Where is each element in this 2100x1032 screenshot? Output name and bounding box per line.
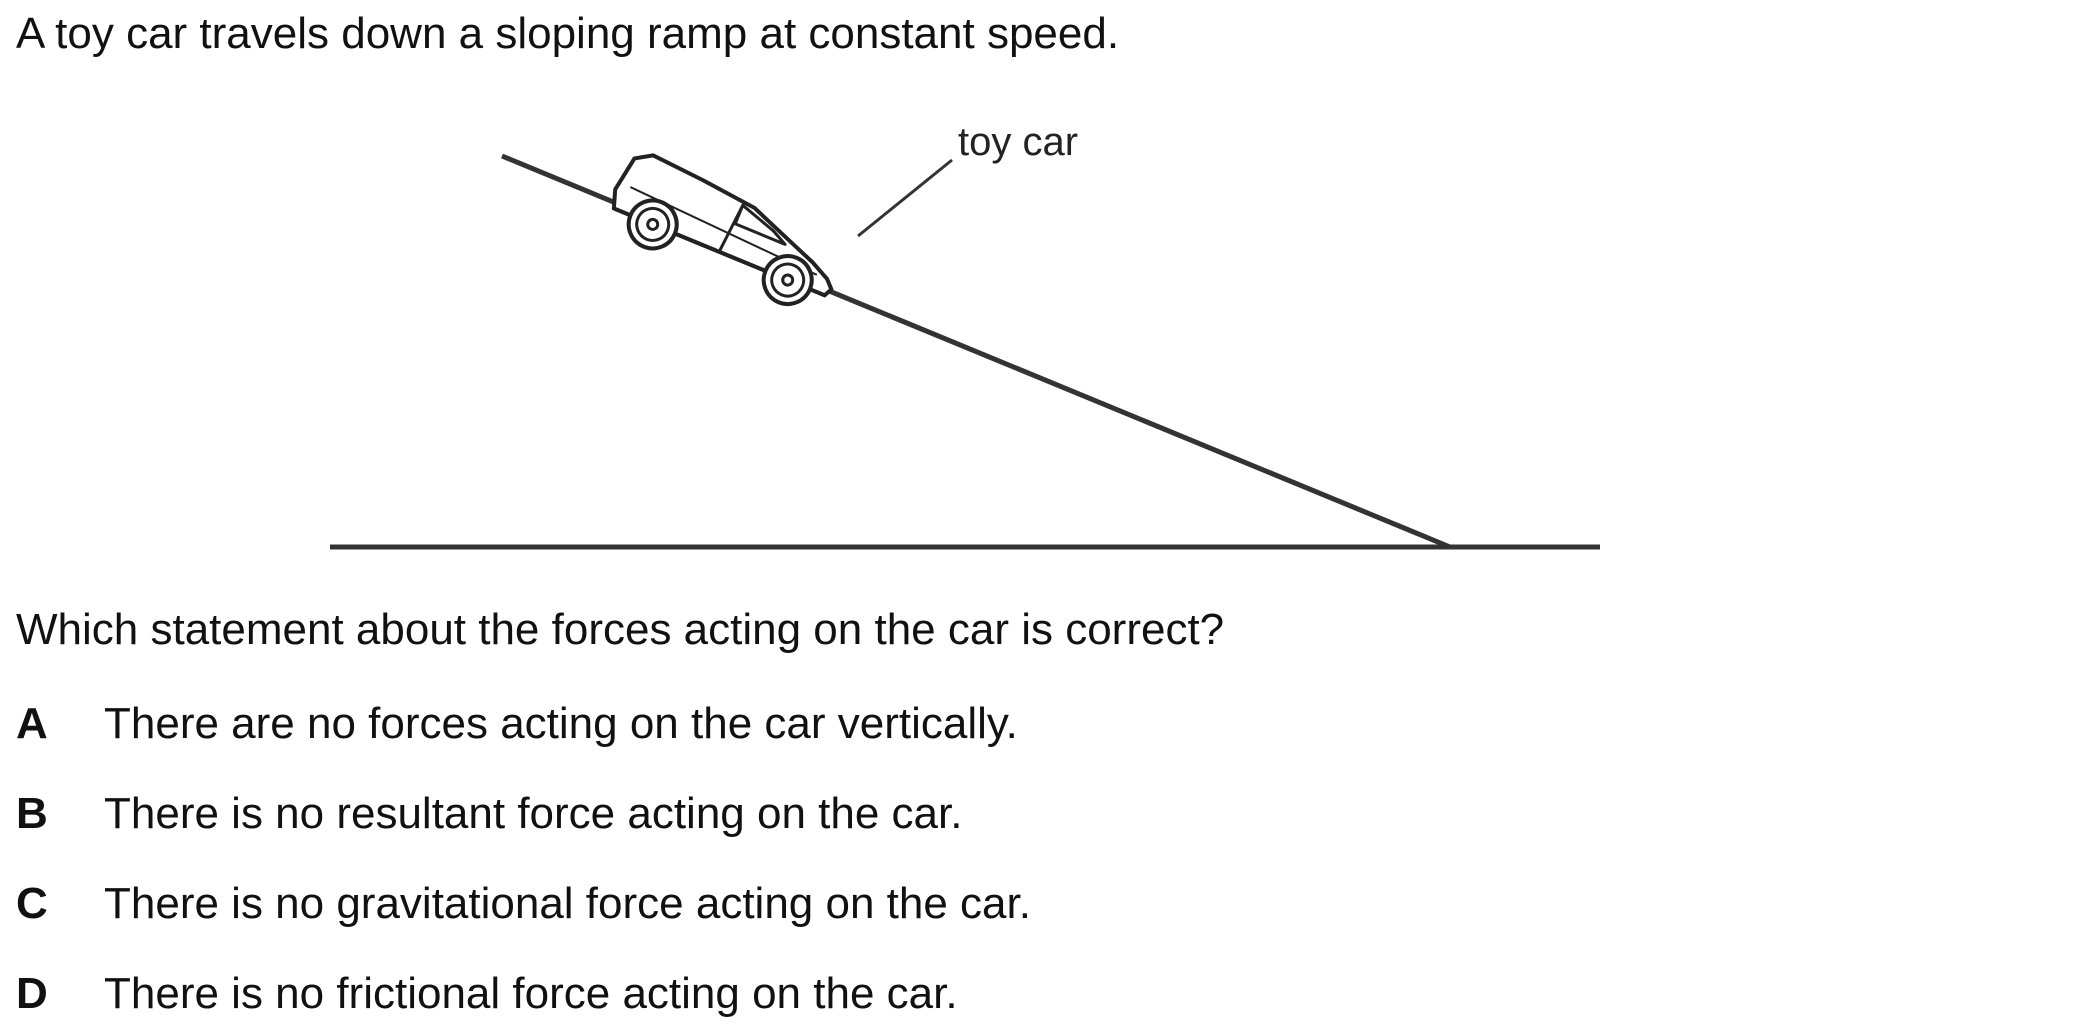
option-d[interactable]: D There is no frictional force acting on …: [16, 968, 958, 1020]
option-text: There is no gravitational force acting o…: [104, 879, 1031, 928]
option-text: There are no forces acting on the car ve…: [104, 699, 1018, 748]
ramp-diagram: toy car: [330, 120, 1600, 550]
option-text: There is no resultant force acting on th…: [104, 789, 963, 838]
option-letter: A: [16, 699, 48, 748]
option-letter: C: [16, 879, 48, 928]
option-letter: D: [16, 969, 48, 1018]
option-c[interactable]: C There is no gravitational force acting …: [16, 878, 1031, 930]
car-leader-line: [857, 158, 953, 238]
question-text: Which statement about the forces acting …: [16, 605, 1225, 654]
option-text: There is no frictional force acting on t…: [104, 969, 958, 1018]
option-letter: B: [16, 789, 48, 838]
intro-text: A toy car travels down a sloping ramp at…: [16, 9, 1120, 58]
option-a[interactable]: A There are no forces acting on the car v…: [16, 698, 1018, 750]
toy-car-drawing: [611, 153, 834, 307]
option-b[interactable]: B There is no resultant force acting on t…: [16, 788, 962, 840]
toy-car-label: toy car: [958, 120, 1078, 164]
